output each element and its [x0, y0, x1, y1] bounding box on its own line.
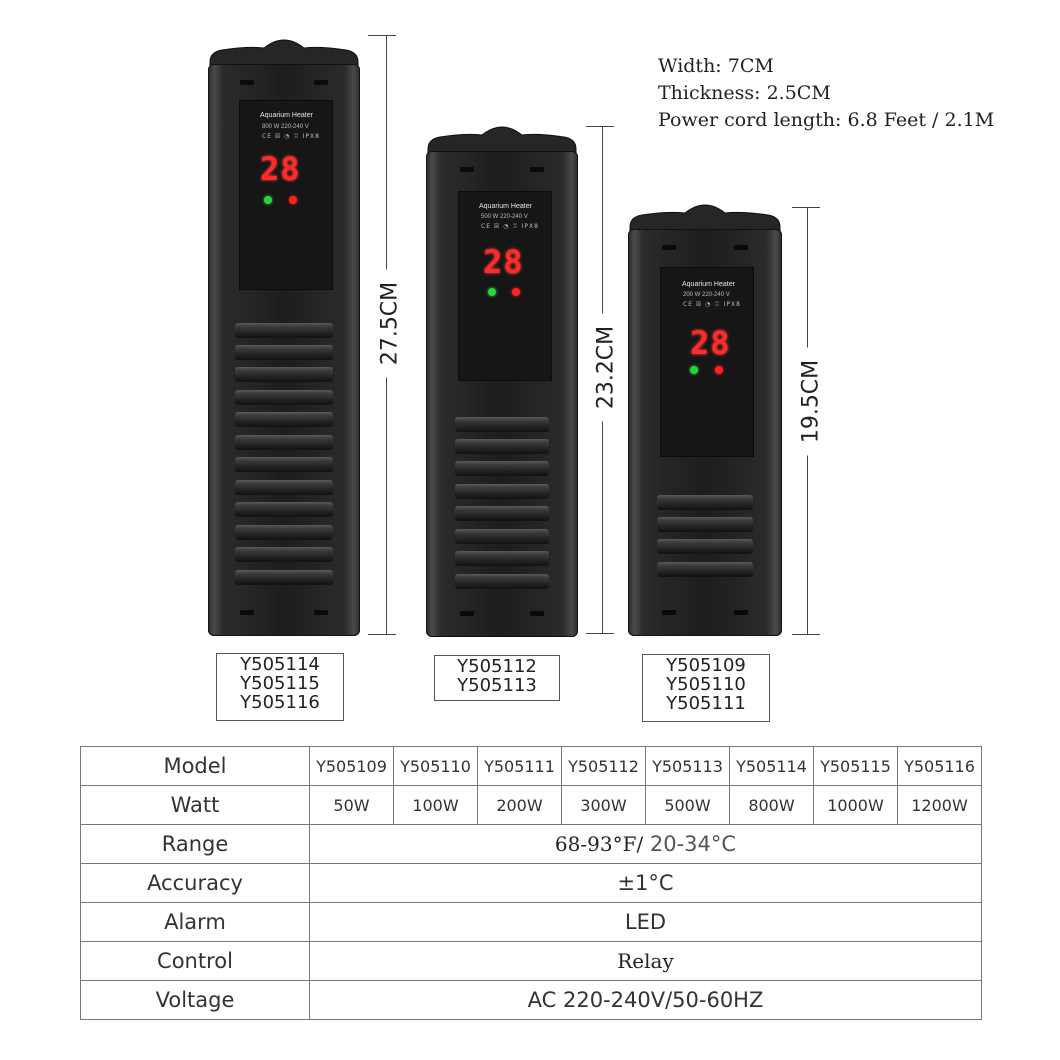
- spec-table: Model Y505109 Y505110 Y505111 Y505112 Y5…: [80, 746, 982, 1020]
- temperature-display: 28: [690, 324, 731, 362]
- table-cell: AC 220-240V/50-60HZ: [309, 980, 982, 1020]
- row-label: Voltage: [80, 980, 310, 1020]
- dimension-small: 19.5CM: [772, 207, 842, 635]
- model-box-large: Y505114 Y505115 Y505116: [216, 653, 344, 721]
- row-label: Accuracy: [80, 863, 310, 903]
- label-title: Aquarium Heater: [260, 112, 313, 119]
- certification-icons: CE ☒ ◔ ♖ IPX8: [262, 133, 320, 140]
- range-fahrenheit: 68-93°F/: [554, 832, 644, 856]
- range-celsius: 20-34°C: [643, 832, 737, 856]
- table-cell: 1000W: [813, 785, 898, 825]
- led-red-icon: [512, 288, 520, 296]
- dimension-medium: 23.2CM: [566, 126, 636, 634]
- led-red-icon: [715, 366, 723, 374]
- table-cell: 200W: [477, 785, 562, 825]
- table-cell: 1200W: [897, 785, 982, 825]
- led-green-icon: [488, 288, 496, 296]
- table-row: Voltage AC 220-240V/50-60HZ: [80, 980, 982, 1020]
- table-cell: Y505110: [393, 746, 478, 786]
- heater-vents: [657, 495, 753, 579]
- table-cell: Y505113: [645, 746, 730, 786]
- dimension-large: 27.5CM: [350, 35, 420, 635]
- table-cell: Y505112: [561, 746, 646, 786]
- spec-power-cord: Power cord length: 6.8 Feet / 2.1M: [658, 109, 995, 131]
- spec-width: Width: 7CM: [658, 55, 774, 77]
- table-cell: 50W: [309, 785, 394, 825]
- table-cell: 300W: [561, 785, 646, 825]
- heater-medium: Aquarium Heater 500 W 220-240 V CE ☒ ◔ ♖…: [426, 125, 578, 637]
- certification-icons: CE ☒ ◔ ♖ IPX8: [481, 223, 539, 230]
- spec-thickness: Thickness: 2.5CM: [658, 82, 831, 104]
- model-code: Y505115: [240, 673, 320, 694]
- label-spec: 800 W 220-240 V: [262, 124, 309, 130]
- table-row: Watt 50W 100W 200W 300W 500W 800W 1000W …: [80, 785, 982, 825]
- table-cell: Y505111: [477, 746, 562, 786]
- label-title: Aquarium Heater: [479, 203, 532, 210]
- model-code: Y505114: [240, 654, 320, 675]
- table-row: Control Relay: [80, 941, 982, 981]
- model-code: Y505109: [666, 655, 746, 676]
- row-label: Control: [80, 941, 310, 981]
- label-spec: 200 W 220-240 V: [683, 292, 730, 298]
- certification-icons: CE ☒ ◔ ♖ IPX8: [683, 301, 741, 308]
- table-cell: 68-93°F/ 20-34°C: [309, 824, 982, 864]
- model-code: Y505113: [457, 675, 537, 696]
- table-cell: 500W: [645, 785, 730, 825]
- table-row: Range 68-93°F/ 20-34°C: [80, 824, 982, 864]
- row-label: Model: [80, 746, 310, 786]
- heater-vents: [235, 323, 333, 589]
- model-code: Y505116: [240, 692, 320, 713]
- row-label: Range: [80, 824, 310, 864]
- model-box-medium: Y505112 Y505113: [434, 655, 560, 701]
- table-cell: LED: [309, 902, 982, 942]
- row-label: Alarm: [80, 902, 310, 942]
- led-red-icon: [289, 196, 297, 204]
- heater-large: Aquarium Heater 800 W 220-240 V CE ☒ ◔ ♖…: [208, 38, 360, 636]
- table-cell: 100W: [393, 785, 478, 825]
- table-row: Model Y505109 Y505110 Y505111 Y505112 Y5…: [80, 746, 982, 786]
- table-cell: Y505115: [813, 746, 898, 786]
- temperature-display: 28: [483, 243, 524, 281]
- heater-small: Aquarium Heater 200 W 220-240 V CE ☒ ◔ ♖…: [628, 203, 782, 636]
- label-title: Aquarium Heater: [682, 281, 735, 288]
- table-cell: Y505116: [897, 746, 982, 786]
- row-label: Watt: [80, 785, 310, 825]
- label-spec: 500 W 220-240 V: [481, 214, 528, 220]
- heater-vents: [455, 417, 549, 589]
- table-row: Alarm LED: [80, 902, 982, 942]
- table-row: Accuracy ±1°C: [80, 863, 982, 903]
- led-green-icon: [690, 366, 698, 374]
- dimension-label: 27.5CM: [377, 269, 403, 378]
- control-panel: [458, 191, 552, 381]
- table-cell: Y505114: [729, 746, 814, 786]
- table-cell: ±1°C: [309, 863, 982, 903]
- table-cell: Relay: [309, 941, 982, 981]
- table-cell: 800W: [729, 785, 814, 825]
- control-panel: [660, 267, 754, 457]
- temperature-display: 28: [260, 150, 301, 188]
- model-code: Y505111: [666, 693, 746, 714]
- dimension-label: 23.2CM: [593, 313, 619, 422]
- model-box-small: Y505109 Y505110 Y505111: [642, 654, 770, 722]
- led-green-icon: [264, 196, 272, 204]
- model-code: Y505110: [666, 674, 746, 695]
- table-cell: Y505109: [309, 746, 394, 786]
- dimension-label: 19.5CM: [798, 347, 824, 456]
- model-code: Y505112: [457, 656, 537, 677]
- control-panel: [239, 100, 333, 290]
